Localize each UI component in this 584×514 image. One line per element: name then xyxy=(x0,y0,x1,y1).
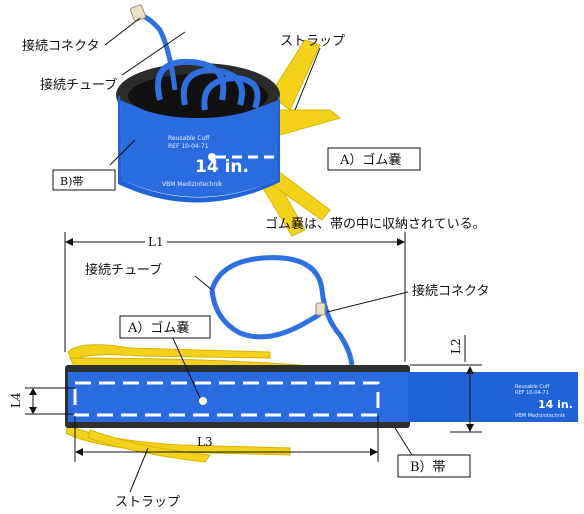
dim-l1-arrow-right xyxy=(397,238,405,246)
cuff-print-line1: Reusable Cuff xyxy=(168,135,210,142)
box-band-top xyxy=(52,169,116,191)
leader-strap-bottom xyxy=(129,447,149,493)
bladder-outline xyxy=(73,381,380,417)
label-bladder-top: A）ゴム嚢 xyxy=(339,152,401,168)
label-band-top: B)帯 xyxy=(60,175,83,188)
tube-coil-2 xyxy=(180,66,245,106)
bladder-marker-top xyxy=(208,153,216,161)
leader-connector-top xyxy=(104,17,141,46)
connector-top xyxy=(130,4,146,22)
box-bladder-top xyxy=(327,147,421,171)
label-tube-bottom: 接続チューブ xyxy=(85,262,162,278)
tube-loop xyxy=(209,255,355,366)
label-band-bottom: B）帯 xyxy=(410,460,446,475)
box-bladder-bottom xyxy=(119,315,211,339)
leader-band-top xyxy=(109,139,136,166)
flat-print-line1: Reusable Cuff xyxy=(515,384,550,390)
connector-bottom xyxy=(315,302,326,316)
leader-strap-top xyxy=(294,47,321,111)
dim-l4-arrow-top xyxy=(29,388,37,395)
dim-l4-arrow-bottom xyxy=(29,407,37,414)
cuff-print-brand: VBM Medizintechnik xyxy=(162,181,223,188)
rolled-cuff-photo: Reusable Cuff REF 10-04-71 14 in. VBM Me… xyxy=(116,4,342,237)
flat-print-line2: REF 10-04-71 xyxy=(515,390,549,396)
label-connector-top: 接続コネクタ xyxy=(22,38,99,54)
dim-l2-label: L2 xyxy=(449,338,463,354)
cuff-print-line2: REF 10-04-71 xyxy=(168,143,209,150)
label-tube-top: 接続チューブ xyxy=(40,77,117,93)
box-band-bottom xyxy=(397,454,471,478)
dim-l3-arrow-right xyxy=(370,448,378,456)
dim-l1-bg xyxy=(145,233,167,249)
leader-band-bottom xyxy=(394,427,413,456)
cuff-body-front xyxy=(120,100,278,197)
cuff-flat-band-shade xyxy=(68,372,408,422)
strap-top-right xyxy=(269,39,321,111)
dim-l2-arrow-top xyxy=(466,366,474,374)
strap-bottom-upper-1 xyxy=(67,344,271,361)
label-strap-top: ストラップ xyxy=(280,34,345,49)
dim-l1-label: L1 xyxy=(148,235,164,249)
note-text: ゴム嚢は、帯の中に収納されている。 xyxy=(265,216,486,232)
tube-lead xyxy=(139,12,178,91)
cuff-print-size: 14 in. xyxy=(195,157,249,177)
cuff-opening xyxy=(128,74,268,118)
bladder-marker-bottom xyxy=(199,397,207,405)
strap-bottom-lower-2 xyxy=(87,429,211,463)
flat-print-brand: VBM Medizintechnik xyxy=(515,413,565,419)
dim-l2-arrow-bottom xyxy=(466,424,474,432)
leader-bladder-bottom xyxy=(171,335,201,399)
strap-top-right-2 xyxy=(274,109,342,136)
dim-l1-arrow-left xyxy=(65,238,73,246)
flat-print-size: 14 in. xyxy=(538,398,573,411)
label-strap-bottom: ストラップ xyxy=(115,495,180,510)
leader-connector-bottom xyxy=(326,291,409,313)
leader-tube-top xyxy=(121,31,186,76)
dim-l3-label: L3 xyxy=(197,435,213,449)
label-connector-bottom: 接続コネクタ xyxy=(412,283,489,299)
label-bladder-bottom: A）ゴム嚢 xyxy=(127,320,189,336)
tube-coil-3 xyxy=(201,74,261,111)
leader-tube-bottom xyxy=(194,275,213,291)
dim-l4-label: L4 xyxy=(9,392,23,408)
dim-l3-arrow-left xyxy=(75,448,83,456)
